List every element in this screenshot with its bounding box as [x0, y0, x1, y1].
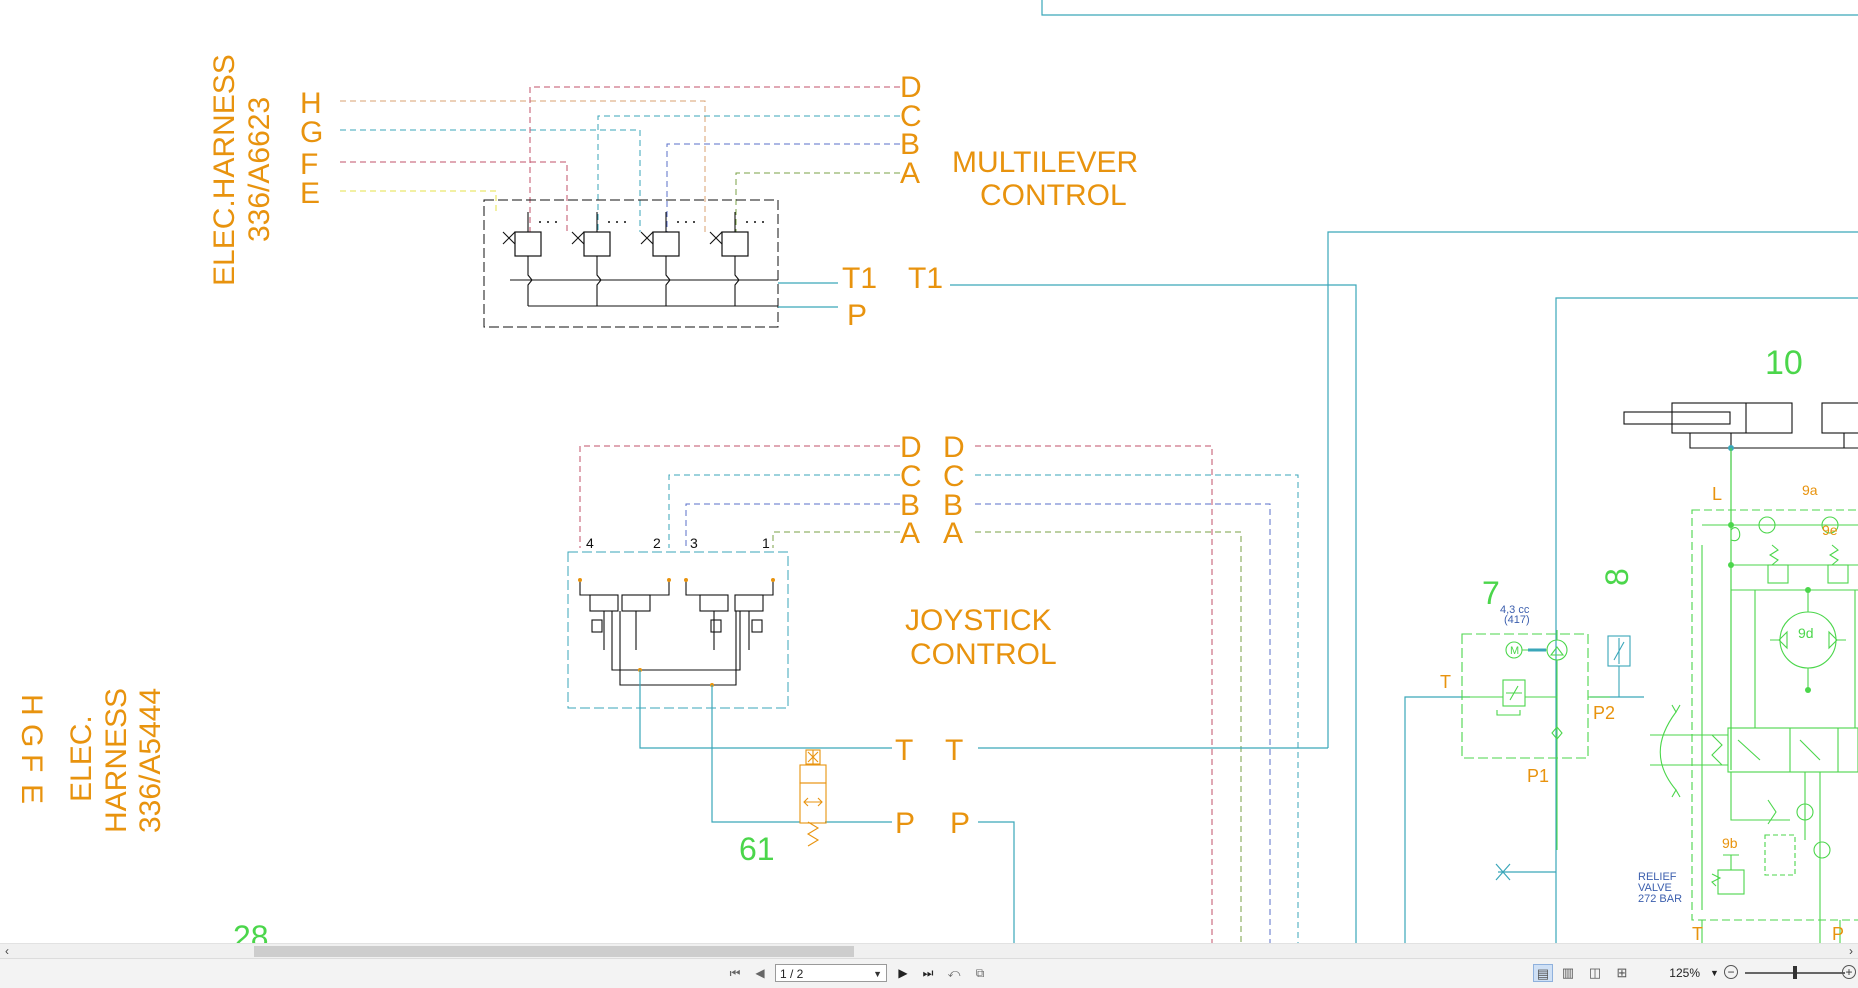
component-61-label: 61	[739, 831, 775, 867]
scroll-right-icon[interactable]: ›	[1849, 944, 1853, 958]
js-p-left: P	[895, 807, 915, 840]
relief-valve-label-1: RELIEF	[1638, 871, 1677, 883]
horizontal-scrollbar[interactable]: ‹ ›	[0, 943, 1858, 959]
multilever-label-2: CONTROL	[980, 179, 1127, 212]
page-indicator: 1 / 2	[780, 967, 804, 981]
status-bar: ⏮ ◀ 1 / 2 ▼ ▶ ⏭ ⤺ ⧉ ▤ ▥ ◫ ⊞ 125% ▼ − +	[0, 958, 1858, 988]
left-harness-line3: 336/A5444	[134, 688, 167, 833]
mlc-port-b: B	[900, 128, 920, 161]
js-p-right: P	[950, 807, 970, 840]
page-dropdown-icon[interactable]: ▼	[873, 969, 882, 979]
component-8-label: 8	[1599, 568, 1635, 586]
left-harness-port-g: G	[15, 724, 48, 747]
multilever-harness-code: 336/A6623	[243, 97, 276, 242]
component-10-label: 10	[1765, 344, 1803, 382]
valve-9d-label: 9d	[1798, 625, 1814, 641]
previous-page-icon[interactable]: ◀	[755, 966, 765, 980]
multilever-label-1: MULTILEVER	[952, 146, 1138, 179]
next-page-icon[interactable]: ▶	[898, 966, 908, 980]
mlc-port-g: G	[300, 116, 323, 149]
hydraulic-schematic: ELEC.HARNESS 336/A6623 H G F E D C B A M…	[15, 0, 1858, 943]
valve-9a-label: 9a	[1802, 482, 1818, 498]
mlc-t1-right: T1	[908, 262, 943, 295]
mlc-port-d: D	[900, 71, 922, 104]
zoom-slider-handle[interactable]	[1793, 966, 1797, 979]
zoom-in-icon[interactable]: +	[1842, 965, 1856, 979]
mlc-port-h: H	[300, 87, 322, 120]
pump-port-t: T	[1440, 672, 1451, 692]
left-harness-port-h: H	[15, 694, 48, 716]
scroll-left-icon[interactable]: ‹	[5, 944, 9, 958]
valve-9b-label: 9b	[1722, 835, 1738, 851]
left-harness-line1: ELEC.	[65, 715, 98, 802]
pump-displacement-sub: (417)	[1504, 614, 1530, 626]
js-pin-3: 3	[690, 535, 698, 551]
component-28-label: 28	[233, 919, 269, 943]
mlc-t1-left: T1	[842, 262, 877, 295]
continuous-facing-view-icon[interactable]: ⊞	[1616, 965, 1628, 980]
component-7-label: 7	[1482, 575, 1500, 611]
left-harness-line2: HARNESS	[100, 688, 133, 833]
js-t-left: T	[895, 734, 913, 767]
js-pin-4: 4	[586, 535, 594, 551]
js-port-c-left: C	[900, 460, 922, 493]
js-pin-1: 1	[762, 535, 770, 551]
js-t-right: T	[945, 734, 963, 767]
valve-port-t: T	[1692, 924, 1703, 943]
pump-port-p1: P1	[1527, 766, 1549, 786]
left-harness-port-f: F	[15, 754, 48, 772]
left-harness-port-e: E	[15, 784, 48, 804]
js-port-a-right: A	[943, 517, 963, 550]
motor-symbol-label: M	[1510, 645, 1519, 657]
relief-valve-label-2: VALVE	[1638, 882, 1672, 894]
joystick-label-1: JOYSTICK	[905, 604, 1052, 637]
drawing-canvas[interactable]: ELEC.HARNESS 336/A6623 H G F E D C B A M…	[0, 0, 1858, 943]
js-port-b-right: B	[943, 489, 963, 522]
scrollbar-thumb[interactable]	[254, 946, 854, 957]
valve-9e-label: 9e	[1822, 522, 1838, 538]
js-port-d-right: D	[943, 431, 965, 464]
zoom-dropdown-icon[interactable]: ▼	[1710, 968, 1719, 978]
facing-view-icon[interactable]: ◫	[1588, 965, 1602, 980]
zoom-out-icon[interactable]: −	[1724, 965, 1738, 979]
mlc-p: P	[847, 299, 867, 332]
pump-displacement: 4,3 cc	[1500, 604, 1530, 616]
pump-port-p2: P2	[1593, 703, 1615, 723]
page-number-field[interactable]: 1 / 2 ▼	[775, 964, 887, 982]
js-port-a-left: A	[900, 517, 920, 550]
mlc-port-a: A	[900, 157, 920, 190]
mlc-port-c: C	[900, 100, 922, 133]
joystick-label-2: CONTROL	[910, 638, 1057, 671]
mlc-port-e: E	[300, 177, 320, 210]
continuous-view-icon[interactable]: ▥	[1561, 965, 1575, 980]
js-port-b-left: B	[900, 489, 920, 522]
js-port-c-right: C	[943, 460, 965, 493]
mlc-port-f: F	[300, 148, 318, 181]
zoom-level[interactable]: 125%	[1669, 966, 1700, 980]
valve-port-p: P	[1832, 924, 1844, 943]
relief-valve-label-3: 272 BAR	[1638, 893, 1682, 905]
single-page-view-icon[interactable]: ▤	[1533, 964, 1553, 982]
go-forward-view-icon[interactable]: ⧉	[975, 966, 985, 980]
go-back-view-icon[interactable]: ⤺	[947, 966, 961, 980]
multilever-harness-title: ELEC.HARNESS	[208, 54, 241, 286]
js-pin-2: 2	[653, 535, 661, 551]
js-port-d-left: D	[900, 431, 922, 464]
valve-port-l: L	[1712, 484, 1722, 504]
first-page-icon[interactable]: ⏮	[729, 966, 741, 980]
last-page-icon[interactable]: ⏭	[922, 966, 934, 980]
